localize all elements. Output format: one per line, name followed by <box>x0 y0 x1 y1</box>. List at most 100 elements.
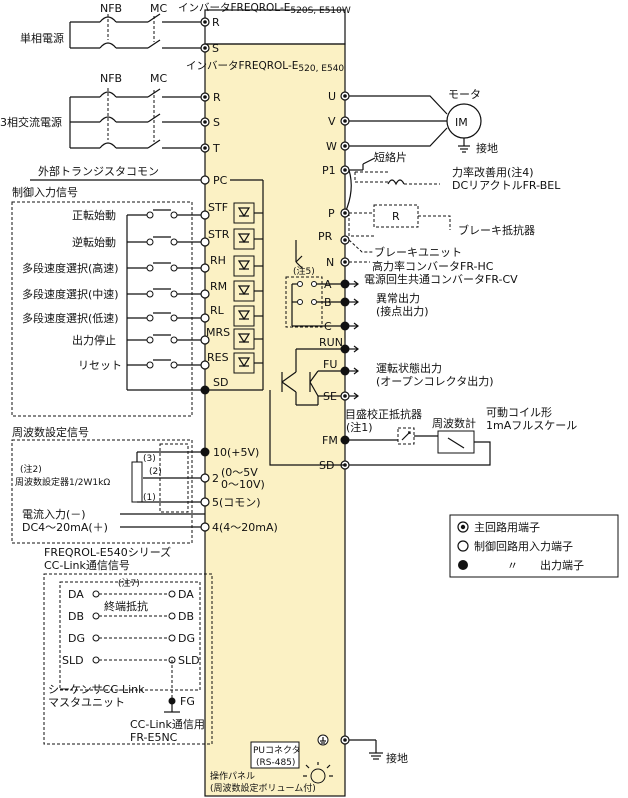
terminator-label: 終端抵抗 <box>104 599 148 613</box>
svg-text:SLD: SLD <box>62 654 84 667</box>
cclink-wires <box>99 593 180 713</box>
svg-text:制御回路用入力端子: 制御回路用入力端子 <box>474 539 573 553</box>
terminal-P1: P1 <box>322 164 350 177</box>
terminal-STF: STF <box>200 201 263 224</box>
brake-unit-label: ブレーキユニット <box>374 245 462 259</box>
input-ms-high: 多段速度選択(高速) <box>22 261 205 275</box>
svg-text:PUコネクタ: PUコネクタ <box>253 745 301 756</box>
terminal-P: P <box>328 207 350 220</box>
cal-resistor-label: 目盛校正抵抗器 <box>345 407 422 421</box>
svg-text:DG: DG <box>68 632 85 645</box>
svg-text:RUN: RUN <box>319 336 343 349</box>
svg-text:リセット: リセット <box>78 359 122 372</box>
nfb-label-2: NFB <box>100 72 122 85</box>
moving-coil-1: 可動コイル形 <box>486 405 552 419</box>
pf-improve-label: 力率改善用(注4) <box>452 165 534 179</box>
terminal-5: 5(コモン) <box>200 496 261 509</box>
svg-text:(2): (2) <box>149 467 162 477</box>
svg-text:R: R <box>392 210 400 223</box>
pu-connector <box>250 741 300 769</box>
nfb-label-1: NFB <box>100 2 122 15</box>
current-input-1: 電流入力(－) <box>22 507 86 521</box>
svg-text:T: T <box>212 142 220 155</box>
svg-text:(RS-485): (RS-485) <box>256 758 295 768</box>
svg-text:N: N <box>326 256 334 269</box>
freq-signal-box <box>11 439 193 544</box>
svg-text:PC: PC <box>213 174 228 187</box>
terminal-R: R <box>200 91 221 104</box>
svg-text:S: S <box>213 116 220 129</box>
note1: (注1) <box>346 420 373 434</box>
inverter-single-title: インバータFREQROL-E520S, E510W <box>178 2 351 16</box>
svg-text:R: R <box>212 16 220 29</box>
single-phase-source-label: 単相電源 <box>20 31 64 45</box>
terminal-MRS: MRS <box>200 326 263 350</box>
svg-text:RES: RES <box>207 351 229 364</box>
running-output-2: (オープンコレクタ出力) <box>376 374 493 388</box>
svg-text:(3): (3) <box>143 454 156 464</box>
single-phase-lines <box>69 13 205 49</box>
svg-text:4(4～20mA): 4(4～20mA) <box>212 521 278 534</box>
hc-converter-label: 高力率コンバータFR-HC <box>372 259 494 273</box>
cclink-master-1: シーケンサCC-Link <box>48 683 145 696</box>
svg-text:RL: RL <box>210 304 225 317</box>
ground-terminal <box>317 734 383 760</box>
svg-text:2: 2 <box>212 472 219 485</box>
svg-text:逆転始動: 逆転始動 <box>72 235 116 249</box>
brake-resistor-label: ブレーキ抵抗器 <box>458 223 535 237</box>
svg-text:P1: P1 <box>322 164 336 177</box>
three-phase-lines <box>69 88 205 149</box>
terminal-T: T <box>200 142 220 155</box>
ext-transistor-common-label: 外部トランジスタコモン <box>38 164 159 178</box>
svg-text:(1): (1) <box>143 493 156 503</box>
svg-text:0～10V): 0～10V) <box>221 478 265 491</box>
note2: (注2) <box>20 463 42 475</box>
svg-text:STF: STF <box>208 201 228 214</box>
svg-text:V: V <box>328 115 336 128</box>
note5: (注5) <box>293 265 315 277</box>
svg-text:DA: DA <box>68 588 84 601</box>
transistors <box>281 348 341 406</box>
cclink-pins-right: DA DB DG SLD FG <box>168 588 200 708</box>
svg-text:FM: FM <box>322 434 338 447</box>
terminal-RM: RM <box>200 280 263 302</box>
svg-text:U: U <box>328 90 336 103</box>
cclink-option-2: FR-E5NC <box>130 731 178 744</box>
svg-text:(0～5V: (0～5V <box>221 466 258 479</box>
inverter-three-title: インバータFREQROL-E520, E540 <box>186 60 344 74</box>
cal-resistor <box>397 427 415 445</box>
terminal-RL: RL <box>200 304 263 327</box>
terminal-2: 2(0～5V0～10V) <box>200 466 265 491</box>
op-panel-2: (周波数設定ボリューム付) <box>210 782 316 794</box>
dc-reactor <box>387 179 405 186</box>
svg-text:出力停止: 出力停止 <box>72 333 116 347</box>
svg-text:MRS: MRS <box>206 326 230 339</box>
mc-label-1: MC <box>150 2 167 15</box>
three-phase-source-label: 3相交流電源 <box>0 115 62 129</box>
svg-text:P: P <box>328 207 335 220</box>
svg-text:W: W <box>326 140 337 153</box>
freq-meter-label: 周波数計 <box>432 416 476 430</box>
freq-signal-label: 周波数設定信号 <box>12 425 89 439</box>
abnormal-output-2: (接点出力) <box>376 304 429 318</box>
input-ms-mid: 多段速度選択(中速) <box>22 287 205 301</box>
svg-text:SLD: SLD <box>178 654 200 667</box>
input-rev: 逆転始動 <box>72 235 205 249</box>
inverter-single-box <box>204 9 346 45</box>
svg-text:S: S <box>212 42 219 55</box>
svg-text:多段速度選択(低速): 多段速度選択(低速) <box>22 311 119 325</box>
running-output-1: 運転状態出力 <box>376 361 442 375</box>
terminal-4: 4(4～20mA) <box>200 521 278 534</box>
cclink-box <box>43 573 213 745</box>
ground-label-2: 接地 <box>386 752 408 765</box>
svg-text:DG: DG <box>178 632 195 645</box>
abc-outputs <box>349 280 359 330</box>
terminal-PC: PC <box>200 174 228 187</box>
svg-text:正転始動: 正転始動 <box>72 208 116 222</box>
inverter-body <box>204 43 346 797</box>
svg-text:〃: 〃 <box>507 559 518 572</box>
svg-text:(注7): (注7) <box>118 577 140 589</box>
cclink-pins-left: DA DB DG SLD <box>62 588 100 667</box>
input-reset: リセット <box>78 359 205 372</box>
